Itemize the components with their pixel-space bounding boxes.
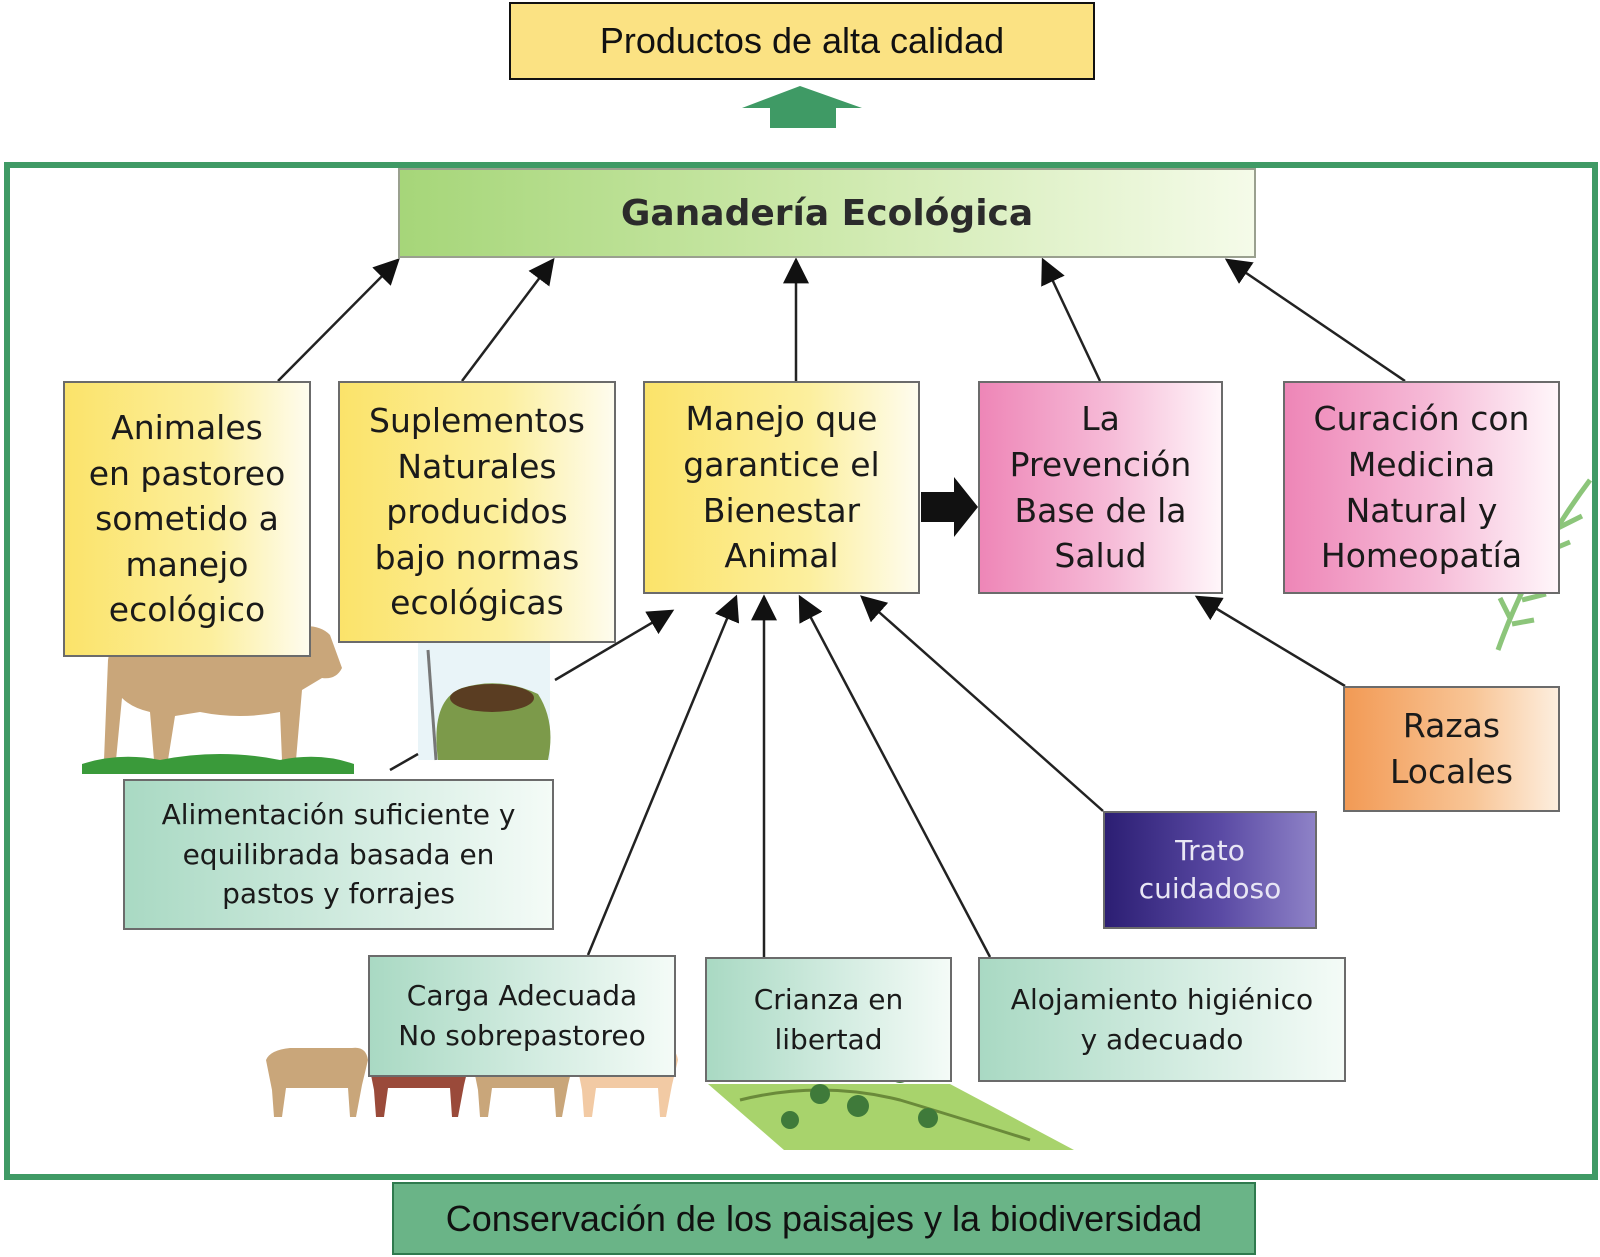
factor-alojamiento-label: Alojamiento higiénico y adecuado [1010,982,1314,1056]
main-concept-box: Ganadería Ecológica [398,168,1256,258]
pillar-manejo-label: Manejo que garantice el Bienestar Animal [683,399,880,576]
output-bottom-label: Conservación de los paisajes y la biodiv… [445,1197,1203,1239]
factor-crianza-box: Crianza en libertad [705,957,952,1082]
pillar-curacion-label: Curación con Medicina Natural y Homeopat… [1313,399,1530,576]
main-concept-label: Ganadería Ecológica [620,192,1034,234]
factor-razas-box: Razas Locales [1343,686,1560,812]
factor-alojamiento-box: Alojamiento higiénico y adecuado [978,957,1346,1082]
output-top-label: Productos de alta calidad [599,20,1005,61]
factor-trato-label: Trato cuidadoso [1138,834,1282,905]
factor-carga-box: Carga Adecuada No sobrepastoreo [368,955,676,1077]
pillar-suplementos-label: Suplementos Naturales producidos bajo no… [369,401,585,623]
up-arrow-icon [742,86,862,128]
factor-trato-box: Trato cuidadoso [1103,811,1317,929]
pillar-prevencion-label: La Prevención Base de la Salud [1009,399,1192,576]
factor-alimentacion-box: Alimentación suficiente y equilibrada ba… [123,779,554,930]
factor-razas-label: Razas Locales [1389,706,1514,791]
factor-carga-label: Carga Adecuada No sobrepastoreo [398,979,646,1052]
pillar-animales-box: Animales en pastoreo sometido a manejo e… [63,381,311,657]
output-top-box: Productos de alta calidad [509,2,1095,80]
pillar-curacion-box: Curación con Medicina Natural y Homeopat… [1283,381,1560,594]
output-bottom-box: Conservación de los paisajes y la biodiv… [392,1182,1256,1255]
pillar-manejo-box: Manejo que garantice el Bienestar Animal [643,381,920,594]
factor-alimentacion-label: Alimentación suficiente y equilibrada ba… [161,797,516,911]
pillar-suplementos-box: Suplementos Naturales producidos bajo no… [338,381,616,643]
factor-crianza-label: Crianza en libertad [753,982,904,1056]
pillar-prevencion-box: La Prevención Base de la Salud [978,381,1223,594]
pillar-animales-label: Animales en pastoreo sometido a manejo e… [88,408,286,630]
